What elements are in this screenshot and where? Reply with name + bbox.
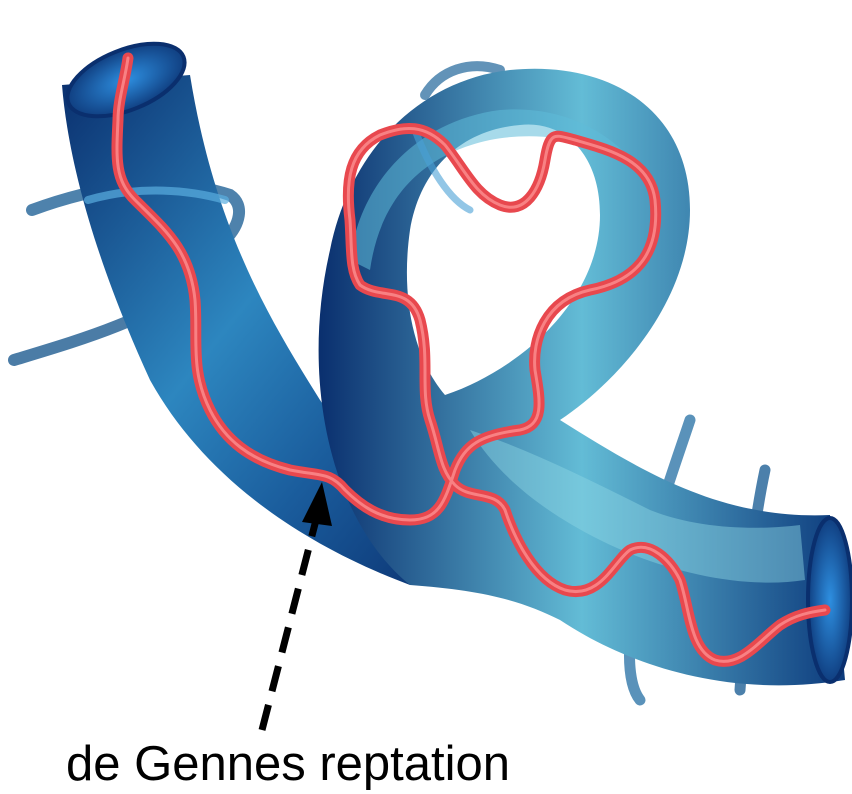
- arrow-shaft: [262, 520, 316, 730]
- tube-opening-right: [808, 518, 852, 682]
- caption-de-gennes-reptation: de Gennes reptation: [66, 736, 510, 792]
- tube: [57, 29, 852, 685]
